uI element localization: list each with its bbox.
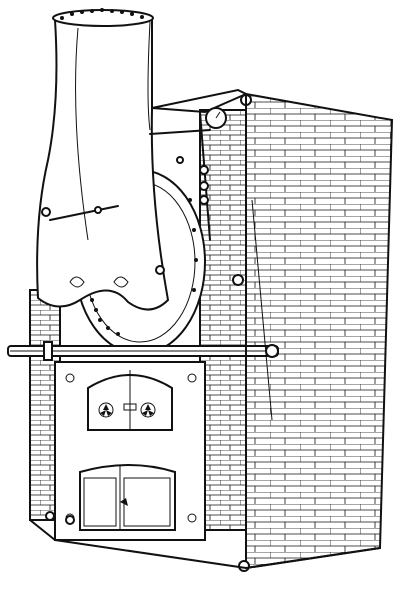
- feed-pipe: [7, 341, 279, 361]
- rivets: [90, 198, 198, 336]
- tie-rods: [238, 95, 273, 572]
- top-brick-edge: [151, 88, 249, 114]
- chimney-hood: [36, 8, 170, 311]
- hood-rivets: [60, 8, 144, 20]
- steam-fittings: [149, 94, 252, 286]
- right-brick-wall: [245, 92, 394, 570]
- lower-ashpit-door: [79, 464, 176, 531]
- upper-fire-door: [87, 370, 173, 431]
- front-brick-wall: [29, 109, 247, 531]
- base: [29, 511, 381, 569]
